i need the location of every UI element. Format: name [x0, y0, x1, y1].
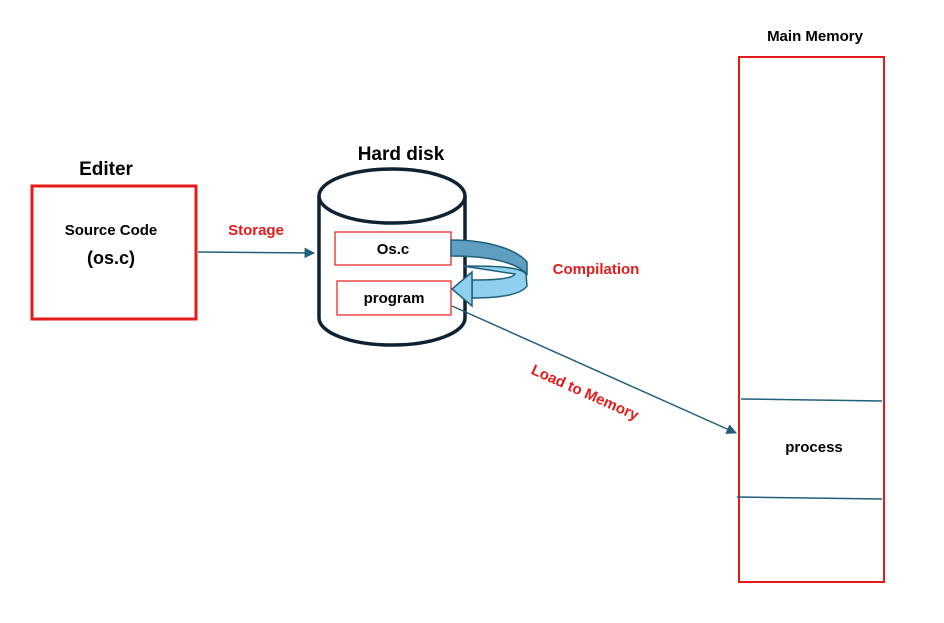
main-memory-box: [738, 56, 885, 583]
editor-box: [30, 184, 198, 321]
compilation-arrow: [450, 239, 528, 308]
process-label: process: [785, 439, 843, 456]
editor-filename-label: (os.c): [87, 248, 135, 268]
editor-title: Editer: [79, 159, 133, 180]
source-file-label: Os.c: [377, 241, 410, 258]
compilation-label: Compilation: [553, 261, 640, 278]
editor-source-code-label: Source Code: [65, 222, 158, 239]
storage-label: Storage: [228, 222, 284, 239]
main-memory-title: Main Memory: [767, 28, 864, 45]
hard-disk-title: Hard disk: [358, 144, 445, 165]
process-segment-bottom-divider: [736, 496, 883, 500]
load-to-memory-label: Load to Memory: [528, 362, 641, 425]
process-segment-top-divider: [740, 398, 883, 402]
program-file-box: [336, 280, 452, 316]
load-to-memory-arrow: [451, 305, 737, 434]
program-file-label: program: [364, 290, 425, 307]
storage-arrow: [197, 247, 316, 259]
